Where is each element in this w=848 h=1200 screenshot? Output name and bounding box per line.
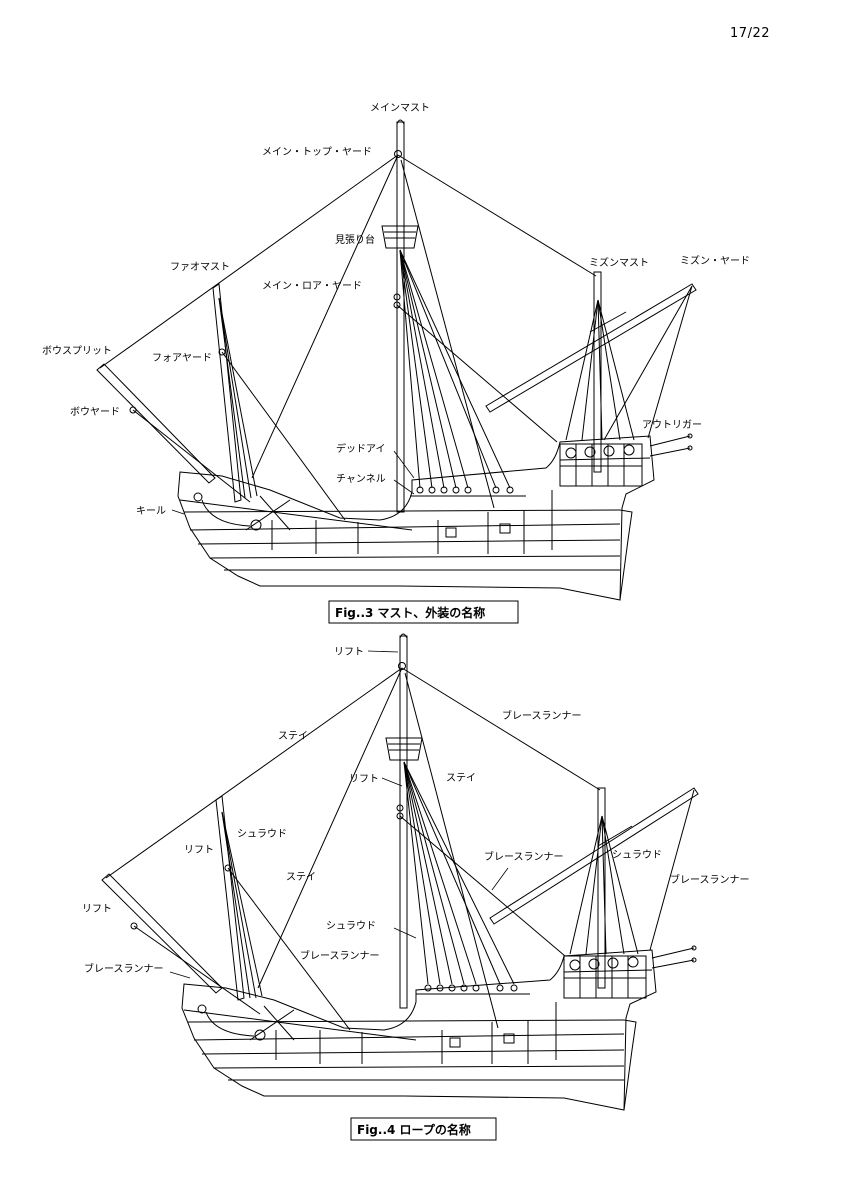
hull-outline — [181, 949, 657, 1111]
label-stay-main: ステイ — [446, 773, 476, 784]
deadeyes — [416, 486, 514, 494]
label-lift-bow: リフト — [82, 904, 112, 915]
label-main-lower-yard: メイン・ロア・ヤード — [262, 281, 362, 292]
mizzen-mast — [597, 787, 606, 989]
label-lift-main: リフト — [349, 774, 379, 785]
mizzen-yard — [485, 283, 697, 413]
lookout-platform — [385, 737, 423, 761]
label-mizzen-yard: ミズン・ヤード — [680, 254, 750, 267]
figure-4-rope-diagram: リフト ステイ ブレースランナー リフト ステイ シュラウド リフト ブレースラ… — [82, 633, 750, 1141]
leader-lines — [171, 450, 415, 515]
label-deadeye: デッドアイ — [336, 442, 386, 455]
lookout-platform — [381, 225, 419, 249]
label-mizzen-mast: ミズンマスト — [589, 256, 649, 269]
label-main-mast: メインマスト — [370, 103, 430, 114]
svg-text:Fig..4 ロープの名称: Fig..4 ロープの名称 — [357, 1122, 471, 1137]
leader-lines — [169, 650, 509, 979]
fore-mast — [215, 795, 245, 1001]
label-brace-runner-fore: ブレースランナー — [300, 949, 380, 962]
label-shroud-main: シュラウド — [326, 920, 376, 932]
label-keel: キール — [136, 506, 166, 517]
label-brace-runner-top: ブレースランナー — [502, 709, 582, 722]
hull-outline — [177, 435, 655, 601]
label-fore-yard: フォアヤード — [152, 353, 212, 364]
ship-drawing — [101, 633, 699, 1111]
label-fore-mast: ファオマスト — [170, 261, 230, 273]
label-lift-top: リフト — [334, 647, 364, 658]
fore-mast — [212, 283, 242, 503]
label-bow-yard: ボウヤード — [70, 406, 120, 418]
figure-4-caption: Fig..4 ロープの名称 — [350, 1117, 497, 1141]
label-brace-runner-bow: ブレースランナー — [84, 962, 164, 975]
figure-3-mast-diagram: メインマスト メイン・トップ・ヤード 見張り台 ファオマスト メイン・ロア・ヤー… — [42, 103, 750, 624]
label-lift-fore: リフト — [184, 845, 214, 856]
mizzen-mast — [593, 271, 602, 473]
label-outrigger: アウトリガー — [642, 419, 702, 431]
main-mast — [396, 121, 405, 513]
mizzen-yard — [489, 787, 699, 925]
label-shroud-mizzen: シュラウド — [612, 849, 662, 861]
label-stay-left: ステイ — [278, 731, 308, 742]
label-main-top-yard: メイン・トップ・ヤード — [262, 146, 372, 158]
label-brace-runner-mid: ブレースランナー — [484, 850, 564, 863]
main-top-yard-block — [394, 150, 402, 158]
svg-text:Fig..3 マスト、外装の名称: Fig..3 マスト、外装の名称 — [335, 605, 485, 620]
label-brace-runner-right: ブレースランナー — [670, 873, 750, 886]
main-mast — [399, 635, 408, 1009]
label-shroud-fore: シュラウド — [237, 828, 287, 840]
ship-drawing — [96, 119, 697, 601]
page-number: 17/22 — [730, 26, 770, 41]
figure-3-caption: Fig..3 マスト、外装の名称 — [328, 600, 519, 624]
label-channel: チャンネル — [336, 473, 386, 485]
label-stay-fore: ステイ — [286, 872, 316, 883]
bowsprit — [96, 363, 216, 484]
label-lookout: 見張り台 — [335, 233, 375, 246]
label-bowsprit: ボウスプリット — [42, 345, 112, 357]
